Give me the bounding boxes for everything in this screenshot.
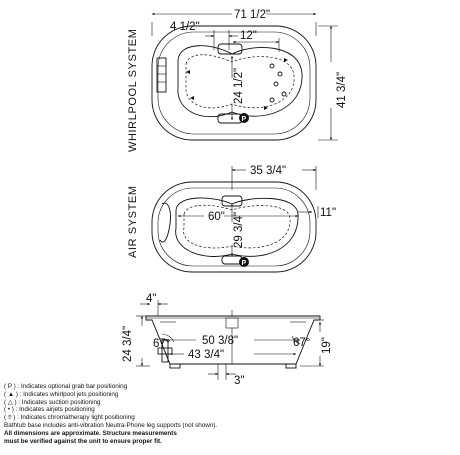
center-depth-dim: 24 1/2" xyxy=(233,68,245,104)
air-grab-bar-marker xyxy=(239,257,249,267)
angle-right-dim: 67° xyxy=(293,337,310,349)
side-view: 4" 24 3/4" 67° 67° 50 3/8" 43 3/4" xyxy=(122,293,333,387)
rim-height-dim: 19" xyxy=(321,337,333,354)
depth-dim: 41 3/4" xyxy=(336,72,348,108)
air-label: AIR SYSTEM xyxy=(127,185,139,258)
legend-item-jets: ( ▲ ) : Indicates whirlpool jets positio… xyxy=(4,390,119,398)
legend-item-suction: ( △ ) : Indicates suction positioning xyxy=(4,398,101,406)
end-offset-dim: 11" xyxy=(320,207,336,219)
height-dim: 24 3/4" xyxy=(122,326,134,362)
half-length-dim: 35 3/4" xyxy=(250,165,286,177)
top-length-dim: 50 3/8" xyxy=(202,335,238,347)
legend-item-grab-bar: ( P ) : Indicates optional grab bar posi… xyxy=(4,383,128,390)
air-grab-bar-marker-label: P xyxy=(242,260,247,267)
bottom-length-dim: 43 3/4" xyxy=(188,349,224,361)
inner-length-dim: 60" xyxy=(208,211,225,223)
grab-bar-marker-label: P xyxy=(242,116,247,123)
whirlpool-label: WHIRLPOOL SYSTEM xyxy=(127,29,139,153)
legend-item-airjets: ( • ) : Indicates airjets positioning xyxy=(4,406,95,414)
overall-length-dim: 71 1/2" xyxy=(234,9,270,21)
air-center-depth-dim: 29 3/4" xyxy=(233,212,245,248)
jet-offset-dim: 12" xyxy=(240,30,257,42)
air-view: AIR SYSTEM 35 3/4" 11" 60" 29 3/4" P xyxy=(127,165,336,273)
foot-height-dim: 3" xyxy=(234,375,244,387)
note-verify: must be verified against the unit to ens… xyxy=(4,437,162,445)
legend-item-chromatherapy: ( ≡ ) : Indicates chromatherapy light po… xyxy=(4,414,135,422)
rim-width-dim: 4" xyxy=(146,293,156,305)
whirlpool-view: WHIRLPOOL SYSTEM 71 1/2" 41 3/4" 4 1/2" … xyxy=(127,9,348,152)
legend: ( P ) : Indicates optional grab bar posi… xyxy=(4,383,456,445)
grab-bar-marker xyxy=(239,113,249,123)
note-base: Bathtub base includes anti-vibration Neu… xyxy=(4,421,218,429)
note-approx: All dimensions are approximate. Structur… xyxy=(4,429,177,437)
